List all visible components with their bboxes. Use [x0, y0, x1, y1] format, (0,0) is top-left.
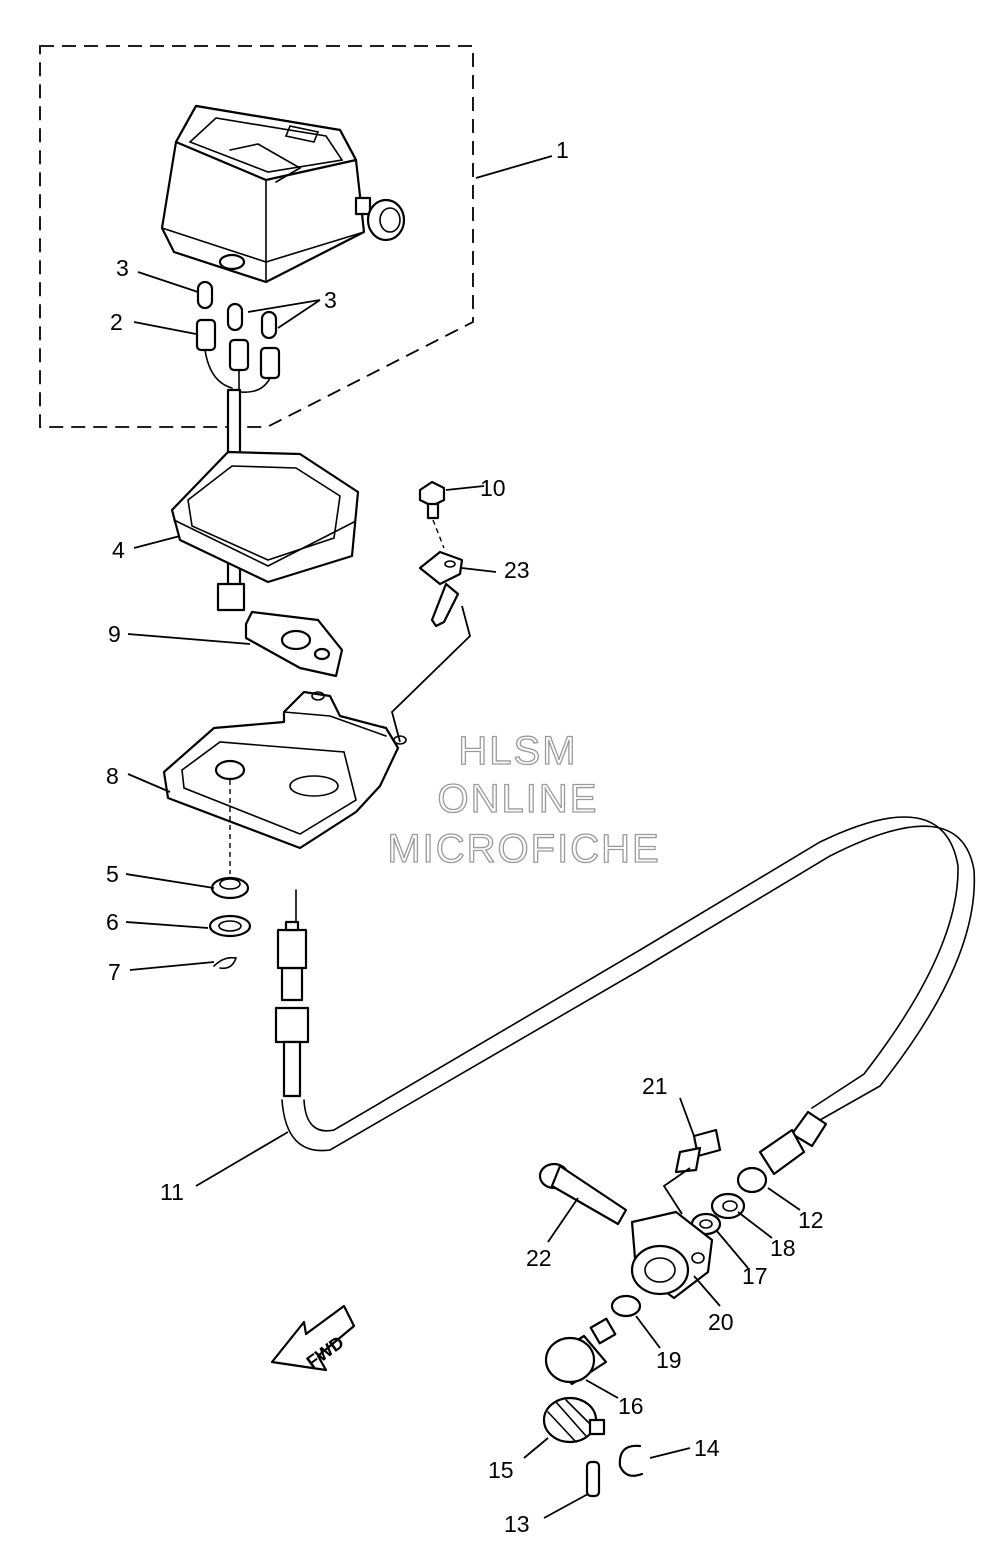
gear-15	[542, 1396, 606, 1444]
forward-direction-arrow: FWD	[270, 1304, 356, 1372]
bushing-18	[710, 1192, 746, 1220]
callout-labels: 1 2 3 3 4 5 6 7 8 9 10 11 12 13 14 15 16…	[106, 137, 824, 1537]
callout-13: 13	[504, 1511, 530, 1537]
watermark-line-2: ONLINE	[438, 777, 599, 821]
o-ring-19	[610, 1294, 642, 1318]
gear-16	[544, 1317, 617, 1386]
grommet	[210, 759, 250, 900]
watermark: HLSM ONLINE MICROFICHE	[387, 728, 660, 871]
clip	[213, 956, 238, 970]
callout-7: 7	[108, 959, 121, 985]
bolt-10	[418, 480, 446, 520]
callout-2: 2	[110, 309, 123, 335]
callout-5: 5	[106, 861, 119, 887]
callout-15: 15	[488, 1457, 514, 1483]
callout-9: 9	[108, 621, 121, 647]
gear-unit-housing	[630, 1210, 714, 1300]
callout-1: 1	[556, 137, 569, 163]
callout-8: 8	[106, 763, 119, 789]
meter-cover	[170, 450, 360, 584]
speedometer-cable	[274, 816, 976, 1176]
callout-3a: 3	[116, 255, 129, 281]
harness-connector	[216, 582, 246, 612]
pin-13	[585, 1460, 601, 1498]
bolt-22	[538, 1162, 628, 1226]
leader-lines	[125, 155, 801, 1519]
meter-bracket	[162, 690, 407, 850]
watermark-line-1: HLSM	[458, 729, 577, 773]
callout-16: 16	[618, 1393, 644, 1419]
meter-bulbs	[196, 280, 278, 340]
callout-17: 17	[742, 1263, 768, 1289]
meter-gasket	[244, 610, 344, 678]
callout-11: 11	[160, 1179, 184, 1205]
callout-12: 12	[798, 1207, 824, 1233]
callout-21: 21	[642, 1073, 668, 1099]
callout-20: 20	[708, 1309, 734, 1335]
callout-18: 18	[770, 1235, 796, 1261]
callout-22: 22	[526, 1245, 552, 1271]
circlip-14	[618, 1444, 644, 1477]
bracket-23	[418, 550, 464, 628]
callout-3b: 3	[324, 287, 337, 313]
o-ring-12	[736, 1166, 768, 1194]
callout-19: 19	[656, 1347, 682, 1373]
speedometer-assembly	[160, 104, 406, 284]
bulb-sockets	[195, 318, 281, 394]
callout-4: 4	[112, 537, 125, 563]
callout-23: 23	[504, 557, 530, 583]
bolt-21	[674, 1128, 722, 1174]
callout-10: 10	[480, 475, 506, 501]
washer	[208, 914, 252, 938]
callout-14: 14	[694, 1435, 720, 1461]
assembly-boundary	[39, 45, 474, 428]
callout-6: 6	[106, 909, 119, 935]
watermark-line-3: MICROFICHE	[387, 827, 660, 871]
